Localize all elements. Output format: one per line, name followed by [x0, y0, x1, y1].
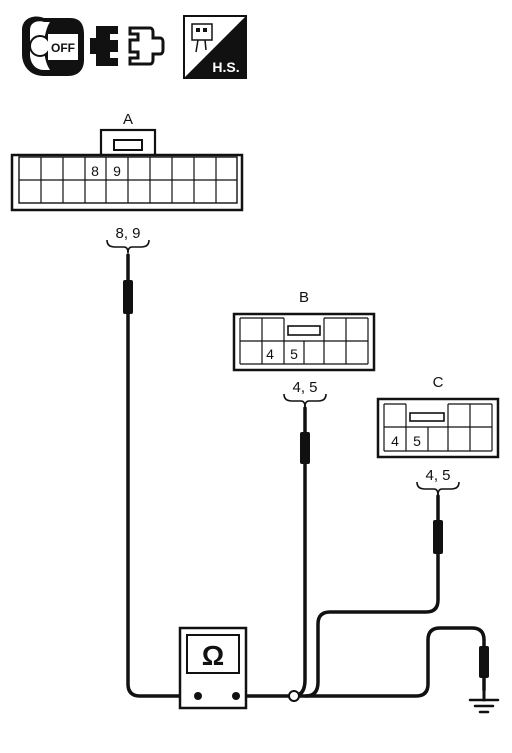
connector-c-cavities: [383, 403, 493, 452]
ohm-symbol: Ω: [202, 640, 224, 671]
probe-grip-ground: [479, 646, 489, 678]
connector-b-pin: 5: [290, 346, 298, 362]
connector-c-label: C: [433, 374, 444, 391]
ohmmeter-icon: Ω: [178, 626, 248, 710]
connector-b-cavities: [239, 317, 369, 365]
connector-a-terminals-label: 8, 9: [115, 225, 140, 242]
connector-c-terminals: 4, 5: [416, 467, 460, 496]
connector-a-pin: 9: [113, 163, 121, 179]
ignition-off-text: OFF: [51, 41, 75, 55]
connector-a-cavities: [19, 157, 237, 203]
connector-b-pin: 4: [266, 346, 274, 362]
test-leads: [126, 253, 486, 698]
connector-a: A 8 9: [10, 111, 244, 212]
probe-grip-b: [300, 432, 310, 464]
probe-lead-c: [304, 494, 440, 698]
connector-c-pin: 5: [413, 433, 421, 449]
connector-b-label: B: [299, 289, 309, 306]
harness-side-icon: H.S.: [183, 15, 247, 79]
meter-terminal-right: [232, 692, 240, 700]
connector-a-label: A: [123, 111, 133, 128]
meter-terminal-left: [194, 692, 202, 700]
connector-a-pin: 8: [91, 163, 99, 179]
connector-c: C 4 5: [376, 374, 500, 459]
harness-side-text: H.S.: [212, 59, 239, 75]
ground-icon: [468, 676, 500, 714]
probe-lead-a: [126, 253, 200, 698]
probe-grip-a: [123, 280, 133, 314]
lead-junction: [288, 690, 300, 702]
ignition-key-off-icon: OFF: [22, 16, 84, 76]
connector-b: B 4 5: [232, 289, 376, 372]
ground-lead: [296, 626, 486, 698]
connector-c-pin: 4: [391, 433, 399, 449]
probe-grips: [123, 280, 489, 678]
connector-a-terminals: 8, 9: [106, 225, 150, 254]
connector-b-terminals: 4, 5: [283, 379, 327, 408]
disconnect-connector-icon: [90, 26, 165, 66]
probe-grip-c: [433, 520, 443, 554]
connector-c-terminals-label: 4, 5: [425, 467, 450, 484]
connector-b-terminals-label: 4, 5: [292, 379, 317, 396]
